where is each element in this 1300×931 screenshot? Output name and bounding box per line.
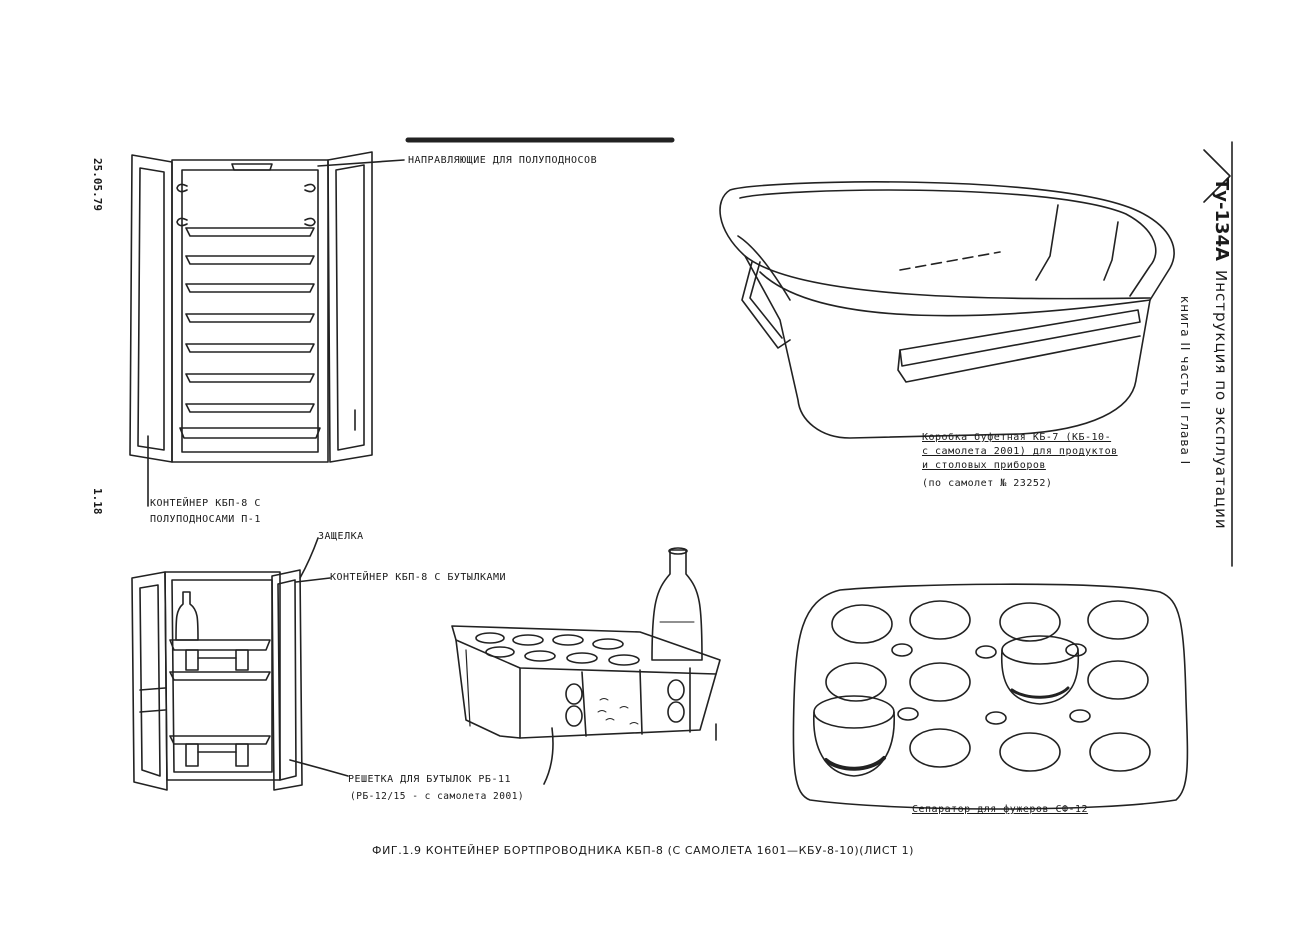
label-guides: НАПРАВЛЯЮЩИЕ ДЛЯ ПОЛУПОДНОСОВ — [408, 155, 598, 166]
bottle-rack-drawing — [451, 547, 721, 785]
label-bottle-rack-line2: (РБ-12/15 - с самолета 2001) — [350, 791, 525, 802]
label-bottle-rack-line1: РЕШЕТКА ДЛЯ БУТЫЛОК РБ-11 — [348, 774, 512, 785]
label-buffet-box-line1: Коробка буфетная КБ-7 (КБ-10- — [922, 432, 1112, 443]
container-bottles-drawing — [131, 537, 349, 791]
doc-code: Ту-134А — [1211, 178, 1232, 261]
label-container-trays-line2: ПОЛУПОДНОСАМИ П-1 — [150, 514, 261, 525]
book-info: книга II часть II глава I — [1178, 296, 1192, 466]
label-container-bottles: КОНТЕЙНЕР КБП-8 С БУТЫЛКАМИ — [330, 572, 507, 583]
label-latch: ЗАЩЕЛКА — [318, 531, 364, 542]
margin-date: 25.05.79 — [91, 158, 104, 211]
header-stamp-drawing — [1203, 141, 1233, 567]
label-buffet-box-line3: и столовых приборов — [922, 460, 1046, 471]
label-buffet-box-line2: с самолета 2001) для продуктов — [922, 446, 1118, 457]
label-separator: Сепаратор для фужеров СФ-12 — [912, 804, 1089, 815]
figure-caption: ФИГ.1.9 КОНТЕЙНЕР БОРТПРОВОДНИКА КБП-8 (… — [372, 844, 915, 857]
trays — [179, 227, 321, 439]
manual-title: Инструкция по эксплуатации — [1212, 270, 1230, 530]
container-trays-drawing — [129, 151, 405, 507]
separator-drawing — [792, 583, 1189, 810]
label-container-trays-line1: КОНТЕЙНЕР КБП-8 С — [150, 498, 261, 509]
margin-page-number: 1.18 — [91, 488, 104, 515]
label-buffet-box-line4: (по самолет № 23252) — [922, 478, 1053, 489]
buffet-box-drawing — [719, 181, 1175, 439]
